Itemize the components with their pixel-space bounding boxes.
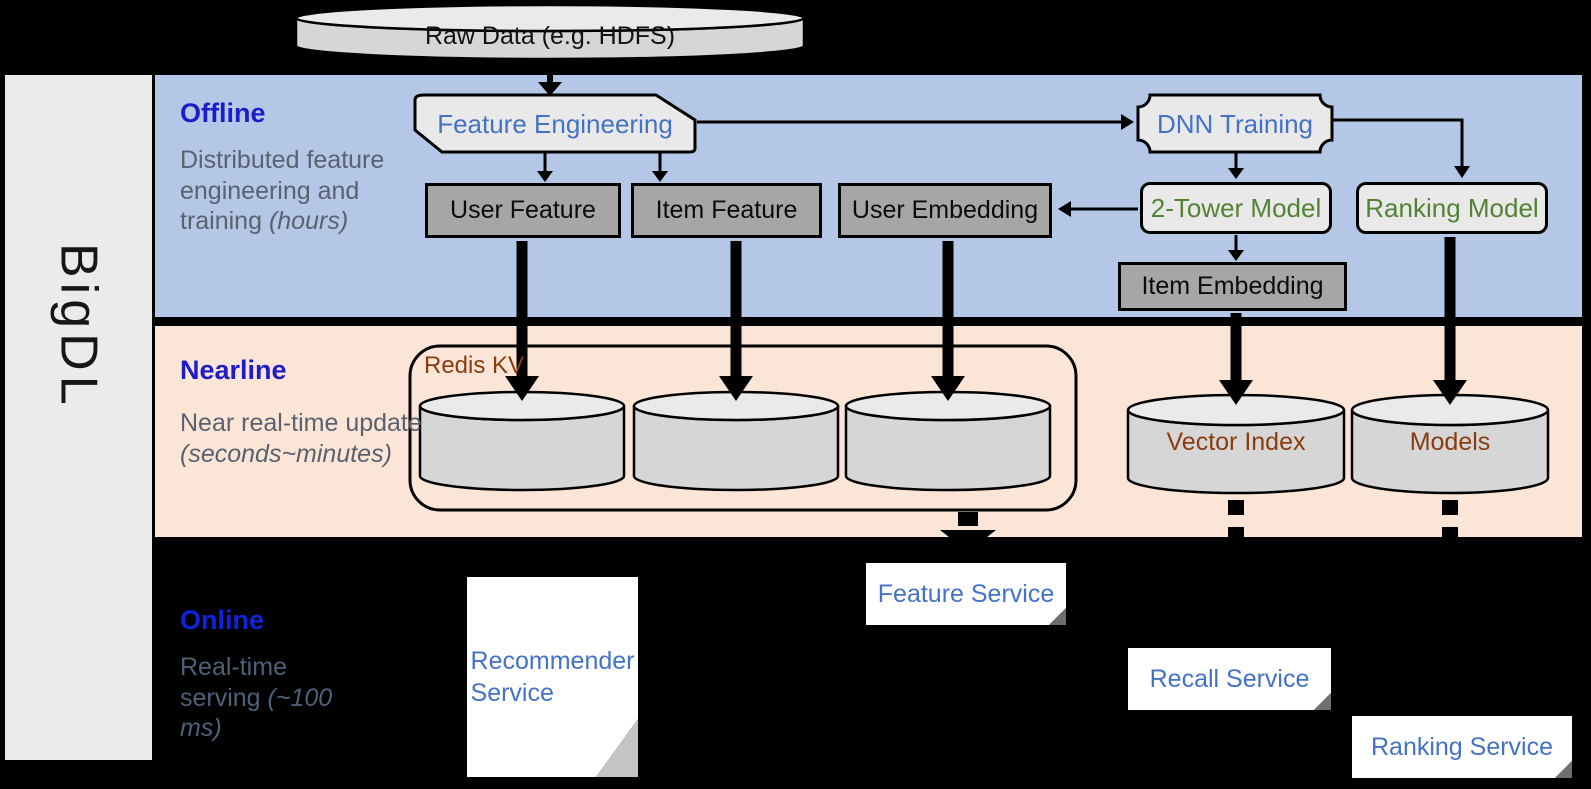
redis-cylinder-1 <box>418 390 626 492</box>
online-section-title: Online <box>180 605 265 635</box>
arrow-two-tower-to-user-embedding <box>1058 201 1138 217</box>
dashed-arrow-models-to-ranking-service <box>1442 500 1458 542</box>
feature-service-box: Feature Service <box>866 563 1066 625</box>
feature-service-label: Feature Service <box>877 579 1055 608</box>
service-shape <box>1128 648 1331 710</box>
recall-service-label: Recall Service <box>1149 664 1310 693</box>
nearline-section-title: Nearline <box>180 355 287 385</box>
arrow-item-embedding-to-vector-index <box>1219 313 1253 405</box>
dashed-arrow-redis-to-feature-service <box>940 512 996 552</box>
redis-kv-container <box>408 344 1078 512</box>
user-embedding-box: User Embedding <box>838 183 1052 238</box>
arrow-rawdata-to-feature-engineering <box>538 60 562 96</box>
dashed-arrow-vector-index-to-recall-service <box>1228 500 1244 542</box>
vector-index-label: Vector Index <box>1166 428 1306 456</box>
dnn-training-shape <box>1136 93 1334 154</box>
vector-index-cylinder <box>1126 393 1346 495</box>
recommender-service-document: Recommender Service <box>467 577 638 777</box>
online-section-description: Real-time serving (~100 ms) <box>180 653 333 742</box>
ranking-service-box: Ranking Service <box>1352 716 1572 778</box>
two-tower-model-box: 2-Tower Model <box>1140 182 1332 234</box>
arrow-feature-engineering-to-item-feature <box>652 153 668 182</box>
arrow-dnn-training-to-ranking-model <box>1333 118 1470 178</box>
offline-section-description: Distributed feature engineering and trai… <box>180 146 385 235</box>
redis-cylinder-2 <box>632 390 840 492</box>
raw-data-cylinder <box>294 3 806 61</box>
models-cylinder <box>1350 393 1550 495</box>
arrow-feature-engineering-to-user-feature <box>537 153 553 182</box>
dnn-training-label: DNN Training <box>1156 109 1314 139</box>
redis-cylinder-3 <box>844 390 1052 492</box>
feature-engineering-label: Feature Engineering <box>437 109 673 139</box>
nearline-section-description: Near real-time update (seconds~minutes) <box>180 409 422 468</box>
redis-kv-label: Redis KV <box>424 352 525 379</box>
service-shape <box>866 563 1066 625</box>
recommender-service-label: Recommender Service <box>470 646 635 708</box>
document-shape <box>467 577 638 777</box>
bigdl-logo-text: BigDL <box>49 243 108 410</box>
ranking-service-label: Ranking Service <box>1370 732 1554 761</box>
item-embedding-box: Item Embedding <box>1118 262 1347 311</box>
arrow-two-tower-to-item-embedding <box>1228 235 1244 261</box>
arrow-dnn-training-to-two-tower-model <box>1228 153 1244 179</box>
offline-section-title: Offline <box>180 98 266 128</box>
arrow-feature-engineering-to-dnn-training <box>697 114 1134 130</box>
arrow-user-feature-to-redis <box>505 241 539 401</box>
raw-data-label: Raw Data (e.g. HDFS) <box>424 22 676 50</box>
models-label: Models <box>1409 428 1491 456</box>
arrow-ranking-model-to-models <box>1433 237 1467 405</box>
service-shape <box>1352 716 1572 778</box>
user-feature-box: User Feature <box>425 183 621 238</box>
arrow-item-feature-to-redis <box>719 241 753 401</box>
item-feature-box: Item Feature <box>631 183 822 238</box>
arrow-user-embedding-to-redis <box>931 241 965 401</box>
bigdl-side-panel: BigDL <box>5 75 152 760</box>
ranking-model-box: Ranking Model <box>1356 182 1548 234</box>
feature-engineering-shape <box>413 93 697 154</box>
recall-service-box: Recall Service <box>1128 648 1331 710</box>
